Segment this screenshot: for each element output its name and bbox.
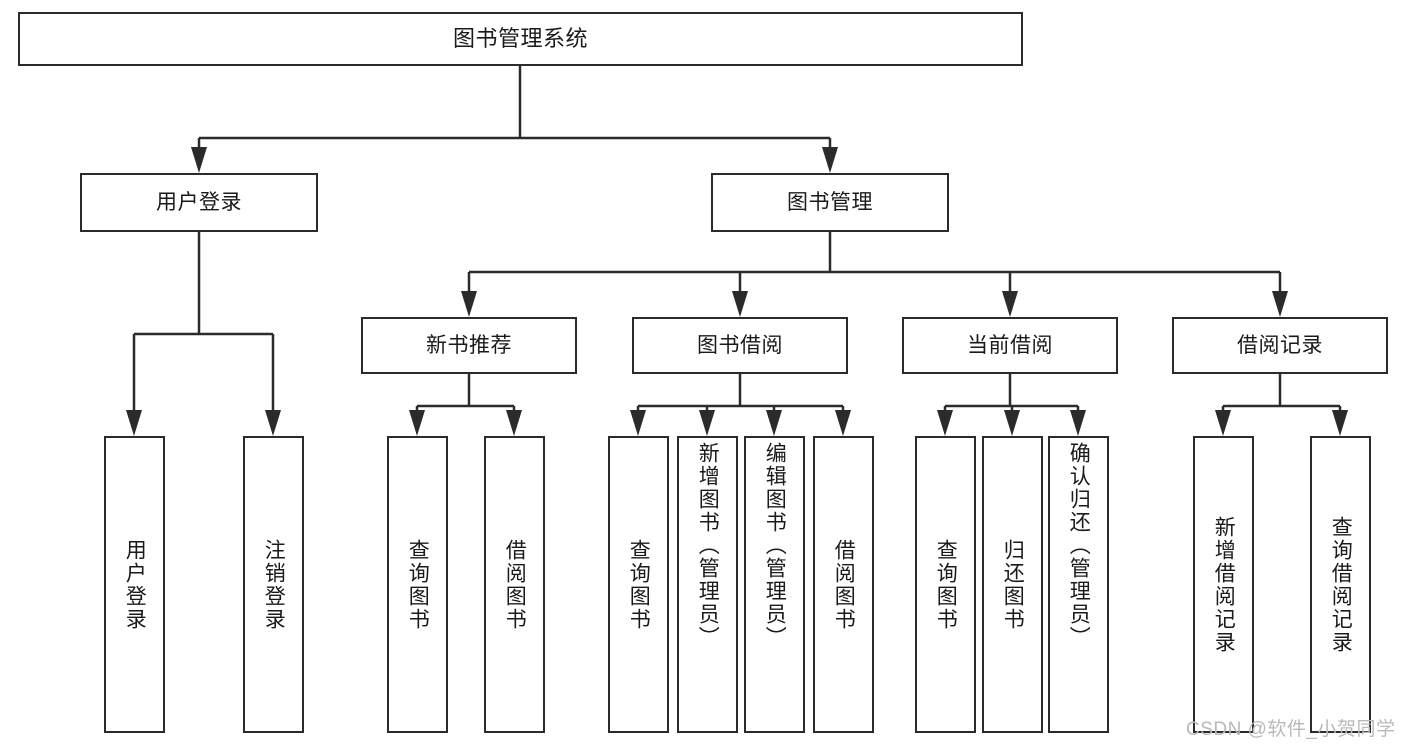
node-new-book-recommend[interactable]: 新书推荐: [361, 317, 577, 374]
arrow-to-user-login-head: [191, 147, 207, 173]
arrow-to-book-borrow-head: [732, 291, 748, 317]
arrow-to-book-manage-head: [822, 147, 838, 173]
arrow-leaf-add-record-head: [1215, 410, 1231, 436]
node-leaf-query-book-current[interactable]: 查询图书: [915, 436, 976, 733]
arrow-leaf-confirm-head: [1070, 410, 1086, 436]
arrow-leaf-logout-head: [265, 410, 281, 436]
arrow-leaf-query-3-head: [937, 410, 953, 436]
node-leaf-confirm-return-admin[interactable]: 确认归还（管理员）: [1048, 436, 1109, 733]
arrow-leaf-user-login-head: [126, 410, 142, 436]
arrow-leaf-borrow-2-head: [835, 410, 851, 436]
node-leaf-borrow-book-recommend[interactable]: 借阅图书: [484, 436, 545, 733]
node-root-book-management-system[interactable]: 图书管理系统: [18, 12, 1023, 66]
node-leaf-user-login[interactable]: 用户登录: [104, 436, 165, 733]
arrow-leaf-return-head: [1004, 410, 1020, 436]
node-leaf-return-book[interactable]: 归还图书: [982, 436, 1043, 733]
arrow-to-new-book-head: [461, 291, 477, 317]
node-leaf-add-borrow-record[interactable]: 新增借阅记录: [1193, 436, 1254, 733]
node-borrow-record[interactable]: 借阅记录: [1172, 317, 1388, 374]
arrow-to-borrow-record-head: [1272, 291, 1288, 317]
arrow-leaf-query-record-head: [1332, 410, 1348, 436]
node-leaf-add-book-admin[interactable]: 新增图书（管理员）: [677, 436, 738, 733]
node-leaf-borrow-book[interactable]: 借阅图书: [813, 436, 874, 733]
node-leaf-query-borrow-record[interactable]: 查询借阅记录: [1310, 436, 1371, 733]
arrow-leaf-borrow-1-head: [506, 410, 522, 436]
node-current-borrow[interactable]: 当前借阅: [902, 317, 1118, 374]
node-book-borrow[interactable]: 图书借阅: [632, 317, 848, 374]
arrow-to-current-borrow-head: [1002, 291, 1018, 317]
node-leaf-query-book-borrow[interactable]: 查询图书: [608, 436, 669, 733]
node-user-login[interactable]: 用户登录: [80, 173, 318, 232]
node-book-management[interactable]: 图书管理: [711, 173, 949, 232]
arrow-leaf-query-1-head: [409, 410, 425, 436]
node-leaf-edit-book-admin[interactable]: 编辑图书（管理员）: [744, 436, 805, 733]
csdn-watermark: CSDN @软件_小贺同学: [1186, 719, 1396, 740]
arrow-leaf-query-2-head: [630, 410, 646, 436]
node-leaf-logout-login[interactable]: 注销登录: [243, 436, 304, 733]
arrow-leaf-add-book-head: [699, 410, 715, 436]
node-leaf-query-book-recommend[interactable]: 查询图书: [387, 436, 448, 733]
arrow-leaf-edit-book-head: [766, 410, 782, 436]
